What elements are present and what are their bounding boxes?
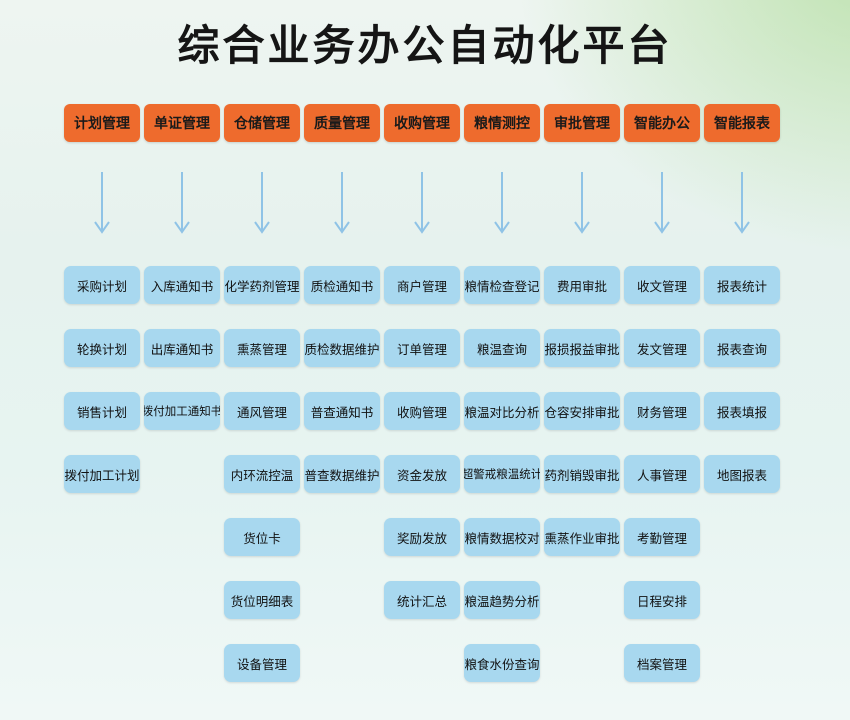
submodule-item[interactable]: 设备管理 <box>224 644 300 682</box>
column-grain-monitor: 粮情测控粮情检查登记粮温查询粮温对比分析超警戒粮温统计粮情数据校对粮温趋势分析粮… <box>464 0 540 720</box>
submodule-item[interactable]: 资金发放 <box>384 455 460 493</box>
submodule-item[interactable]: 普查通知书 <box>304 392 380 430</box>
arrow-down-icon <box>334 172 350 234</box>
module-header-quality[interactable]: 质量管理 <box>304 104 380 142</box>
arrow-down-icon <box>494 172 510 234</box>
column-plan: 计划管理采购计划轮换计划销售计划拨付加工计划 <box>64 0 140 720</box>
submodule-item[interactable]: 报表统计 <box>704 266 780 304</box>
submodule-item[interactable]: 粮温对比分析 <box>464 392 540 430</box>
submodule-item[interactable]: 报表填报 <box>704 392 780 430</box>
submodule-item[interactable]: 统计汇总 <box>384 581 460 619</box>
submodule-item[interactable]: 报损报益审批 <box>544 329 620 367</box>
submodule-item[interactable]: 粮温趋势分析 <box>464 581 540 619</box>
submodule-item[interactable]: 日程安排 <box>624 581 700 619</box>
column-storage: 仓储管理化学药剂管理熏蒸管理通风管理内环流控温货位卡货位明细表设备管理 <box>224 0 300 720</box>
module-header-report[interactable]: 智能报表 <box>704 104 780 142</box>
submodule-item[interactable]: 超警戒粮温统计 <box>464 455 540 493</box>
submodule-item[interactable]: 粮情数据校对 <box>464 518 540 556</box>
submodule-item[interactable]: 收文管理 <box>624 266 700 304</box>
submodule-item[interactable]: 费用审批 <box>544 266 620 304</box>
submodule-item[interactable]: 拨付加工计划 <box>64 455 140 493</box>
submodule-item[interactable]: 档案管理 <box>624 644 700 682</box>
submodule-item[interactable]: 质检通知书 <box>304 266 380 304</box>
submodule-item[interactable]: 熏蒸作业审批 <box>544 518 620 556</box>
module-header-plan[interactable]: 计划管理 <box>64 104 140 142</box>
submodule-item[interactable]: 考勤管理 <box>624 518 700 556</box>
module-header-approval[interactable]: 审批管理 <box>544 104 620 142</box>
module-header-office[interactable]: 智能办公 <box>624 104 700 142</box>
submodule-item[interactable]: 仓容安排审批 <box>544 392 620 430</box>
submodule-item[interactable]: 订单管理 <box>384 329 460 367</box>
submodule-item[interactable]: 收购管理 <box>384 392 460 430</box>
module-header-storage[interactable]: 仓储管理 <box>224 104 300 142</box>
submodule-item[interactable]: 拨付加工通知书 <box>144 392 220 430</box>
arrow-down-icon <box>174 172 190 234</box>
module-header-purchase[interactable]: 收购管理 <box>384 104 460 142</box>
page-title: 综合业务办公自动化平台 <box>177 21 673 70</box>
submodule-item[interactable]: 粮食水份查询 <box>464 644 540 682</box>
module-header-grain-monitor[interactable]: 粮情测控 <box>464 104 540 142</box>
submodule-item[interactable]: 轮换计划 <box>64 329 140 367</box>
submodule-item[interactable]: 报表查询 <box>704 329 780 367</box>
submodule-item[interactable]: 货位明细表 <box>224 581 300 619</box>
submodule-item[interactable]: 内环流控温 <box>224 455 300 493</box>
submodule-item[interactable]: 出库通知书 <box>144 329 220 367</box>
module-header-document[interactable]: 单证管理 <box>144 104 220 142</box>
column-office: 智能办公收文管理发文管理财务管理人事管理考勤管理日程安排档案管理 <box>624 0 700 720</box>
submodule-item[interactable]: 销售计划 <box>64 392 140 430</box>
submodule-item[interactable]: 粮温查询 <box>464 329 540 367</box>
column-purchase: 收购管理商户管理订单管理收购管理资金发放奖励发放统计汇总 <box>384 0 460 720</box>
submodule-item[interactable]: 奖励发放 <box>384 518 460 556</box>
submodule-item[interactable]: 采购计划 <box>64 266 140 304</box>
submodule-item[interactable]: 通风管理 <box>224 392 300 430</box>
submodule-item[interactable]: 地图报表 <box>704 455 780 493</box>
submodule-item[interactable]: 化学药剂管理 <box>224 266 300 304</box>
column-document: 单证管理入库通知书出库通知书拨付加工通知书 <box>144 0 220 720</box>
arrow-down-icon <box>94 172 110 234</box>
submodule-item[interactable]: 药剂销毁审批 <box>544 455 620 493</box>
submodule-item[interactable]: 财务管理 <box>624 392 700 430</box>
arrow-down-icon <box>414 172 430 234</box>
arrow-down-icon <box>574 172 590 234</box>
submodule-item[interactable]: 质检数据维护 <box>304 329 380 367</box>
submodule-item[interactable]: 人事管理 <box>624 455 700 493</box>
submodule-item[interactable]: 货位卡 <box>224 518 300 556</box>
submodule-item[interactable]: 发文管理 <box>624 329 700 367</box>
column-report: 智能报表报表统计报表查询报表填报地图报表 <box>704 0 780 720</box>
column-approval: 审批管理费用审批报损报益审批仓容安排审批药剂销毁审批熏蒸作业审批 <box>544 0 620 720</box>
submodule-item[interactable]: 商户管理 <box>384 266 460 304</box>
submodule-item[interactable]: 熏蒸管理 <box>224 329 300 367</box>
arrow-down-icon <box>654 172 670 234</box>
submodule-item[interactable]: 粮情检查登记 <box>464 266 540 304</box>
submodule-item[interactable]: 普查数据维护 <box>304 455 380 493</box>
column-quality: 质量管理质检通知书质检数据维护普查通知书普查数据维护 <box>304 0 380 720</box>
arrow-down-icon <box>734 172 750 234</box>
arrow-down-icon <box>254 172 270 234</box>
submodule-item[interactable]: 入库通知书 <box>144 266 220 304</box>
